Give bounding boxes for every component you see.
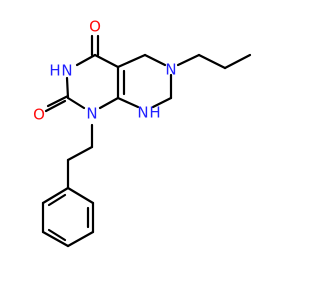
atom-h-nh: H <box>149 104 160 122</box>
bond-c1p-c2p <box>197 53 227 70</box>
bond-ca-cb <box>66 145 94 162</box>
phenethyl-chain <box>66 123 94 190</box>
bond-n6-c1p <box>176 53 201 67</box>
bond-c2-o-2 <box>44 99 67 113</box>
atom-h-top: H <box>49 62 60 80</box>
bond-c2-n1 <box>66 96 86 110</box>
propyl-chain <box>176 53 252 70</box>
bond-n3-c2 <box>65 76 70 100</box>
bond-c4a-c5 <box>116 53 147 69</box>
bond-ph-inner-2 <box>47 228 67 242</box>
benzene-ring <box>41 186 95 248</box>
atom-n-nh: N <box>137 104 148 122</box>
pyrimidine-ring <box>65 53 126 110</box>
bond-c2-o-1 <box>46 94 70 108</box>
bond-c2p-c3p <box>223 53 252 70</box>
saturated-ring <box>116 53 173 109</box>
background <box>0 0 300 300</box>
atom-o-top: O <box>89 18 101 36</box>
bond-ph-4 <box>41 230 70 248</box>
bond-c7-n8 <box>151 96 173 109</box>
atom-labels: O O H N N N N H <box>33 18 177 124</box>
bond-ph-6 <box>41 186 70 205</box>
atom-n-top: N <box>61 62 72 80</box>
molecule-diagram: O O H N N N N H <box>0 0 300 300</box>
atom-n-right: N <box>165 61 176 79</box>
atom-o-left: O <box>33 106 45 124</box>
bond-ph-3 <box>66 230 95 248</box>
atom-n-bottom: N <box>86 105 97 123</box>
bond-c4a-c4 <box>93 53 120 69</box>
bond-c5-n6 <box>143 53 167 67</box>
bond-c4-n3 <box>75 53 97 67</box>
bond-ph-inner-3 <box>47 193 67 207</box>
carbonyl-groups <box>44 34 100 113</box>
bond-n8-c8a <box>116 96 140 109</box>
bond-n1-c8a <box>98 96 120 110</box>
bond-ph-1 <box>66 186 95 205</box>
